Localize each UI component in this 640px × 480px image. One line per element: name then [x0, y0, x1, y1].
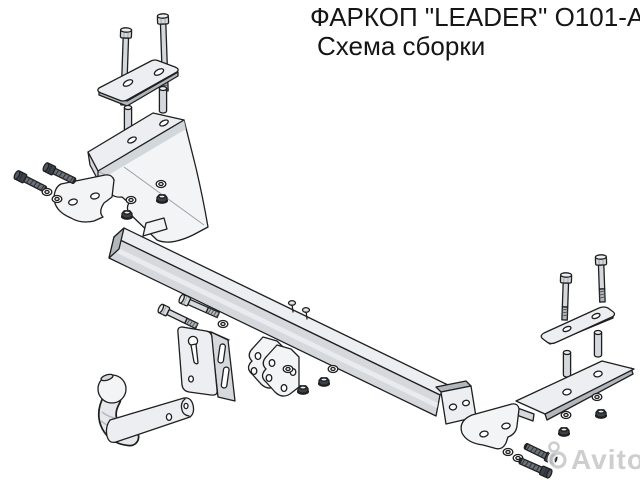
right-mount-group — [540, 253, 616, 378]
right-bracket-plate — [515, 360, 635, 415]
crossbar-beam — [108, 217, 477, 425]
left-backing-plate — [98, 71, 179, 107]
crossbar-studs — [287, 300, 311, 320]
title-line1: ФАРКОП "LEADER" О101-А — [310, 2, 640, 32]
support-bracket — [247, 336, 300, 397]
ball-shank — [105, 397, 195, 444]
watermark: Avito — [546, 439, 640, 477]
title-line2: Схема сборки — [317, 31, 486, 61]
page-title: ФАРКОП "LEADER" О101-А Схема сборки — [310, 3, 640, 61]
crossbar-fin — [142, 217, 168, 237]
bracket-ear — [53, 174, 115, 223]
crossbar-endcap — [108, 227, 125, 259]
left-mount-group — [97, 12, 179, 133]
avito-circles-logo — [546, 439, 569, 471]
right-side-bracket — [460, 360, 635, 450]
ball-mount-bracket — [156, 293, 236, 402]
left-side-bracket — [53, 112, 209, 243]
tow-ball — [97, 373, 195, 447]
right-backing-plate — [540, 306, 616, 345]
right-bracket-ear — [460, 403, 520, 450]
watermark-text: Avito — [571, 444, 640, 475]
